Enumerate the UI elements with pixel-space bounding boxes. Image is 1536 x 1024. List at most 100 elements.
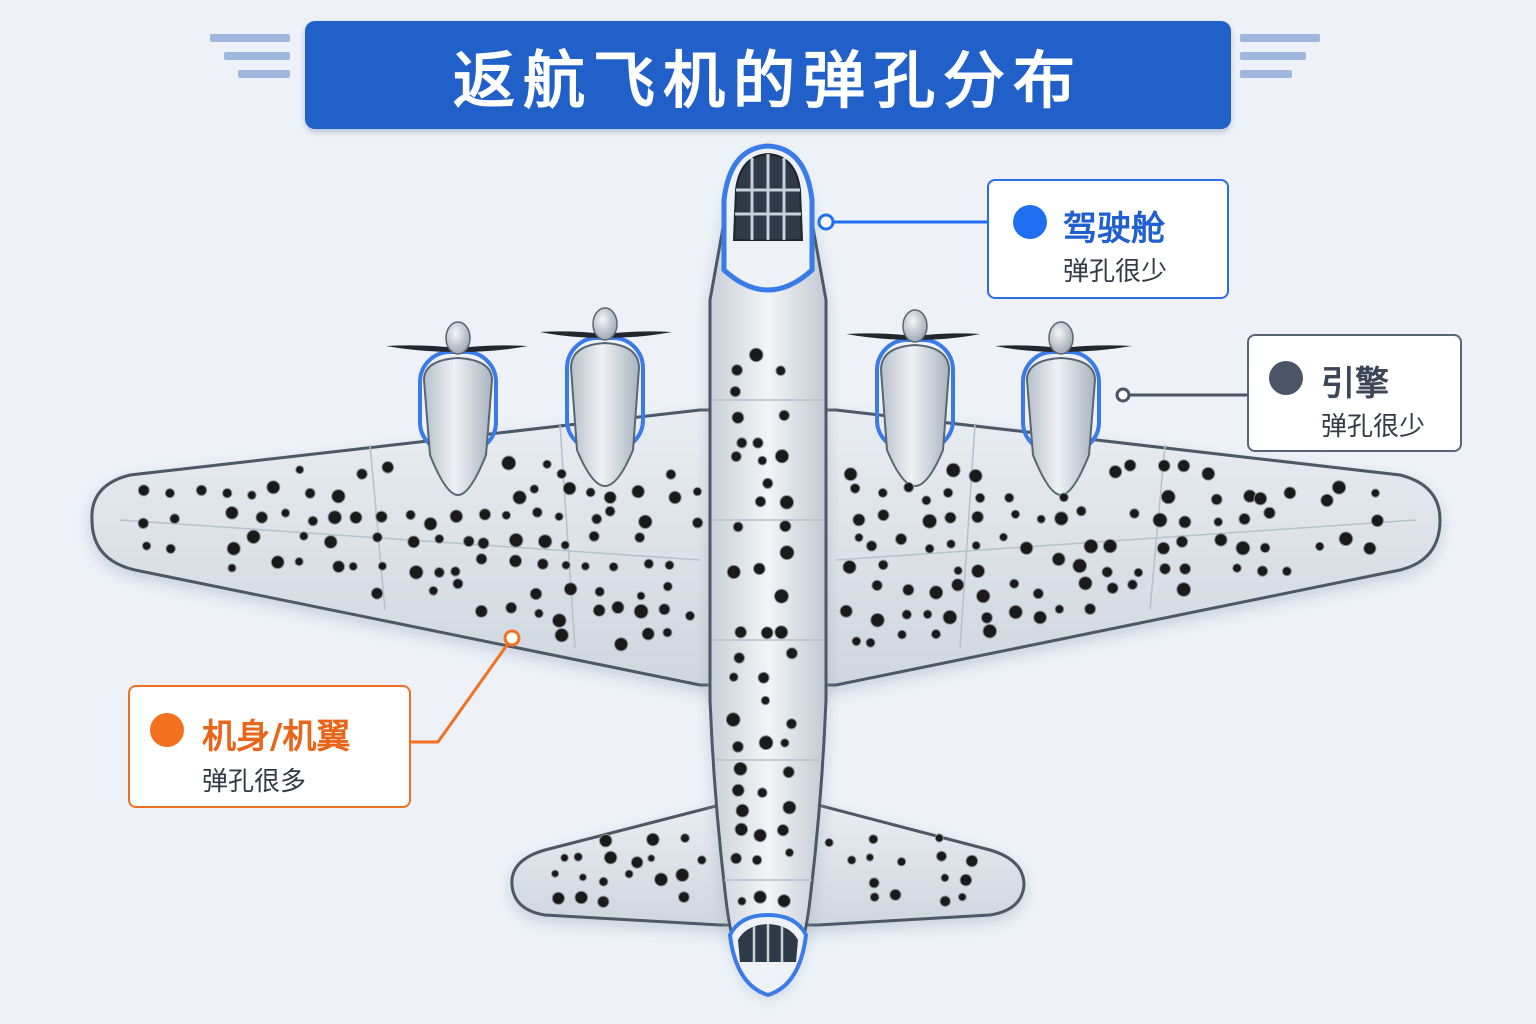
bullet-hole-icon [852, 513, 866, 527]
bullet-hole-icon [537, 534, 553, 549]
bullet-hole-icon [775, 365, 787, 377]
bullet-hole-icon [1256, 565, 1269, 577]
bullet-hole-icon [1201, 466, 1216, 481]
bullet-hole-icon [785, 647, 799, 660]
bullet-hole-icon [225, 506, 239, 520]
bullet-hole-icon [137, 484, 150, 497]
cockpit [721, 143, 815, 293]
bullet-hole-icon [1019, 541, 1034, 555]
bullet-hole-icon [762, 477, 774, 489]
bullet-hole-icon [226, 541, 241, 556]
bullet-hole-icon [760, 626, 774, 640]
bullet-hole-icon [782, 800, 797, 815]
bullet-hole-icon [922, 513, 938, 529]
bullet-hole-icon [940, 873, 950, 883]
bullet-hole-icon [348, 561, 358, 572]
bullet-hole-icon [332, 560, 346, 573]
bullet-hole-icon [928, 585, 944, 600]
bullet-hole-icon [381, 461, 395, 474]
bullet-hole-icon [1259, 542, 1271, 554]
bullet-hole-icon [304, 487, 316, 499]
bullet-hole-icon [752, 437, 764, 449]
bullet-hole-icon [372, 532, 383, 543]
bullet-hole-icon [1108, 465, 1123, 479]
bullet-hole-icon [1160, 489, 1176, 505]
title-wing-decoration-left [210, 34, 290, 88]
bullet-hole-icon [662, 627, 673, 638]
bullet-hole-icon [1320, 493, 1334, 508]
bullet-hole-icon [774, 588, 789, 604]
bullet-holes [137, 347, 1384, 908]
page-title: 返航飞机的弹孔分布 [452, 44, 1083, 117]
bullet-hole-icon [561, 560, 571, 570]
bullet-hole-icon [777, 894, 791, 908]
bullet-hole-icon [428, 585, 439, 596]
bullet-hole-icon [611, 600, 625, 615]
bullet-hole-icon [778, 409, 790, 422]
bullet-hole-icon [974, 492, 986, 504]
bullet-hole-icon [1238, 512, 1251, 526]
bullet-hole-icon [594, 586, 605, 597]
bullet-hole-icon [433, 567, 445, 578]
bullet-hole-icon [463, 535, 475, 548]
bullet-hole-icon [592, 604, 606, 617]
bullet-hole-icon [554, 628, 569, 643]
bullet-hole-icon [634, 532, 646, 543]
bullet-hole-icon [658, 603, 671, 616]
bullet-hole-icon [968, 468, 983, 483]
bullet-hole-icon [895, 533, 908, 546]
bullet-hole-icon [1123, 459, 1137, 472]
bullet-hole-icon [137, 517, 150, 529]
bullet-hole-icon [877, 559, 889, 571]
bullet-hole-icon [452, 578, 464, 590]
bullet-hole-icon [227, 563, 237, 573]
bullet-hole-icon [1283, 486, 1297, 500]
bullet-hole-icon [307, 515, 319, 527]
bullet-hole-icon [959, 873, 973, 887]
engine-legend-dot [1269, 361, 1303, 395]
bullet-hole-icon [408, 565, 424, 580]
bullet-hole-icon [1263, 506, 1276, 520]
callout-engine-note: 弹孔很少 [1321, 412, 1426, 442]
bullet-hole-icon [691, 517, 704, 529]
bullet-hole-icon [1133, 567, 1144, 578]
bullet-hole-icon [641, 627, 655, 641]
bullet-hole-icon [753, 890, 767, 904]
bullet-hole-icon [1281, 566, 1292, 577]
callout-engine: 引擎 弹孔很少 [1247, 334, 1462, 452]
bullet-hole-icon [542, 459, 552, 469]
bullet-hole-icon [633, 603, 649, 619]
bullet-hole-icon [630, 856, 644, 869]
bullet-hole-icon [1004, 492, 1015, 503]
bullet-hole-icon [323, 535, 338, 549]
bullet-hole-icon [922, 609, 933, 620]
bullet-hole-icon [356, 468, 368, 480]
bullet-hole-icon [529, 484, 540, 494]
bullet-hole-icon [280, 508, 291, 518]
bullet-hole-icon [1159, 562, 1171, 575]
bullet-hole-icon [599, 834, 613, 848]
engine-nacelles [418, 336, 1101, 497]
callout-cockpit-note: 弹孔很少 [1063, 257, 1168, 287]
bullet-hole-icon [869, 892, 880, 902]
bullet-hole-icon [604, 505, 616, 517]
bullet-hole-icon [501, 455, 517, 471]
bullet-hole-icon [664, 560, 675, 571]
bullet-hole-icon [1101, 566, 1113, 578]
bullet-hole-icon [573, 852, 583, 862]
bullet-hole-icon [865, 540, 878, 552]
bullet-hole-icon [647, 854, 656, 863]
bullet-hole-icon [554, 512, 564, 522]
bullet-hole-icon [603, 491, 617, 504]
body-leader-line [411, 637, 514, 744]
bullet-hole-icon [751, 854, 763, 866]
bullet-hole-icon [870, 612, 885, 628]
callout-cockpit: 驾驶舱 弹孔很少 [987, 179, 1229, 299]
bullet-hole-icon [734, 625, 748, 639]
bullet-hole-icon [624, 869, 634, 879]
bullet-hole-icon [141, 541, 152, 551]
bullet-hole-icon [735, 803, 750, 818]
bullet-hole-icon [563, 582, 578, 596]
bullet-hole-icon [734, 822, 749, 837]
bullet-hole-icon [865, 853, 875, 862]
